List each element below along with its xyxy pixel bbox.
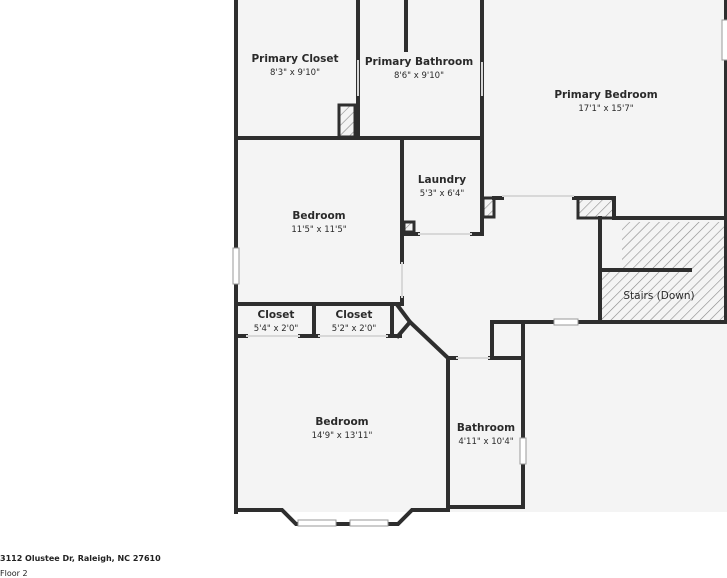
- room-name: Bedroom: [292, 210, 345, 222]
- room-dims: 11'5" x 11'5": [291, 225, 346, 235]
- room-label-primary-closet: Primary Closet 8'3" x 9'10": [251, 53, 338, 78]
- room-name: Closet: [258, 309, 295, 321]
- room-dims: 5'3" x 6'4": [420, 189, 465, 199]
- property-address: 3112 Olustee Dr, Raleigh, NC 27610: [0, 554, 161, 563]
- room-name: Primary Bathroom: [365, 56, 473, 68]
- room-dims: 8'6" x 9'10": [394, 71, 444, 81]
- room-name: Bedroom: [315, 416, 368, 428]
- room-dims: 8'3" x 9'10": [270, 68, 320, 78]
- room-label-bedroom-1: Bedroom 11'5" x 11'5": [291, 210, 346, 235]
- room-name: Closet: [336, 309, 373, 321]
- room-dims: 5'4" x 2'0": [254, 324, 299, 334]
- room-label-primary-bedroom: Primary Bedroom 17'1" x 15'7": [554, 89, 657, 114]
- room-label-primary-bathroom: Primary Bathroom 8'6" x 9'10": [365, 56, 473, 81]
- room-label-laundry: Laundry 5'3" x 6'4": [418, 174, 466, 199]
- room-name: Stairs (Down): [623, 290, 694, 302]
- room-dims: 17'1" x 15'7": [578, 104, 633, 114]
- floor-label: Floor 2: [0, 569, 28, 578]
- room-name: Laundry: [418, 174, 466, 186]
- room-label-closet-2: Closet 5'2" x 2'0": [332, 309, 377, 334]
- room-dims: 14'9" x 13'11": [312, 431, 373, 441]
- room-dims: 5'2" x 2'0": [332, 324, 377, 334]
- room-name: Bathroom: [457, 422, 515, 434]
- room-label-bathroom: Bathroom 4'11" x 10'4": [457, 422, 515, 447]
- room-name: Primary Closet: [251, 53, 338, 65]
- door-openings: [246, 60, 574, 359]
- room-dims: 4'11" x 10'4": [458, 437, 513, 447]
- room-label-bedroom-2: Bedroom 14'9" x 13'11": [312, 416, 373, 441]
- room-name: Primary Bedroom: [554, 89, 657, 101]
- windows: [232, 19, 727, 527]
- room-label-closet-1: Closet 5'4" x 2'0": [254, 309, 299, 334]
- room-label-stairs: Stairs (Down): [623, 290, 694, 302]
